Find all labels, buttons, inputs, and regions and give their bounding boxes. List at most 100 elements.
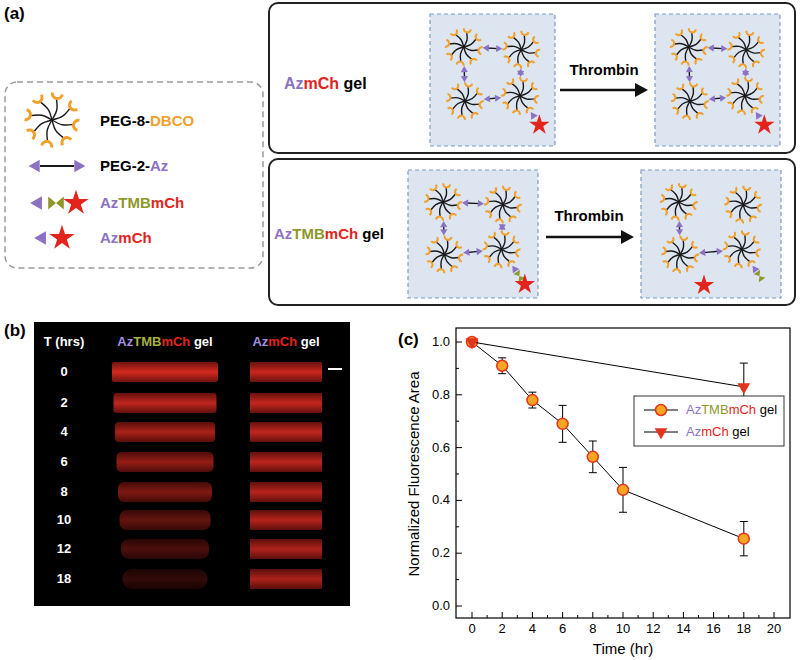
dbco-group bbox=[513, 110, 520, 114]
peg-arm bbox=[742, 235, 745, 250]
peg-arm bbox=[666, 202, 679, 210]
dbco-group bbox=[724, 256, 729, 262]
peg-arm bbox=[503, 205, 511, 218]
tick-label: 14 bbox=[676, 622, 690, 637]
peg-arm bbox=[680, 240, 683, 255]
dbco-group bbox=[742, 231, 749, 235]
gel-band bbox=[120, 510, 211, 530]
dbco-group bbox=[472, 113, 478, 118]
dbco-group bbox=[758, 205, 762, 212]
dbco-group bbox=[515, 191, 520, 197]
dbco-group bbox=[446, 54, 451, 60]
peg-arm bbox=[745, 96, 753, 109]
text-run: mCh bbox=[161, 334, 190, 349]
text-run: mCh bbox=[118, 229, 151, 246]
text-run: mCh bbox=[701, 424, 728, 439]
fluorescence-image bbox=[34, 322, 350, 606]
dbco-group bbox=[695, 59, 701, 64]
dbco-group bbox=[660, 195, 664, 202]
panel-label: (b) bbox=[4, 321, 26, 341]
text-run: 2 bbox=[60, 395, 67, 410]
text-run: Thrombin bbox=[569, 61, 638, 78]
y-tick bbox=[456, 526, 459, 527]
x-tick bbox=[607, 615, 608, 618]
peg-arm bbox=[444, 246, 457, 254]
dbco-group bbox=[743, 186, 750, 190]
text-run: 1.0 bbox=[432, 334, 450, 349]
gel-band bbox=[250, 422, 322, 442]
panel-box: AzmCh gelThrombin bbox=[268, 2, 796, 154]
dbco-group bbox=[726, 89, 730, 96]
peg-arm bbox=[488, 201, 503, 204]
dbco-group bbox=[464, 28, 471, 32]
dbco-group bbox=[62, 138, 71, 146]
azide-group bbox=[483, 95, 490, 103]
text-run: gel bbox=[190, 334, 212, 349]
peg-arm bbox=[742, 96, 745, 111]
azide-group bbox=[30, 196, 42, 210]
peg-arm bbox=[676, 47, 689, 55]
peg-arm bbox=[690, 101, 705, 104]
dbco-group bbox=[486, 211, 491, 217]
gel-region bbox=[430, 14, 555, 146]
text-run: 10 bbox=[616, 621, 630, 636]
text-run: 2 bbox=[499, 621, 506, 636]
x-tick bbox=[683, 612, 684, 618]
dbco-group bbox=[25, 110, 31, 120]
x-tick bbox=[502, 612, 503, 618]
text-run: Az bbox=[100, 194, 118, 211]
peg-arm bbox=[52, 120, 64, 138]
hydrogel-network bbox=[655, 14, 780, 146]
y-tick bbox=[456, 606, 462, 607]
peg-arm bbox=[34, 120, 52, 132]
peg-arm bbox=[507, 46, 522, 49]
dbco-group bbox=[683, 116, 690, 120]
text-run: (b) bbox=[4, 321, 26, 340]
arrow-shaft bbox=[546, 236, 624, 239]
dbco-group bbox=[521, 31, 528, 35]
dbco-group bbox=[514, 236, 519, 242]
dbco-group bbox=[52, 93, 62, 99]
peg-arm bbox=[742, 249, 750, 262]
peg8-molecule bbox=[661, 236, 699, 274]
dbco-group bbox=[450, 214, 456, 219]
tick-label: 0.2 bbox=[432, 546, 450, 561]
data-point bbox=[497, 360, 508, 371]
text-run: 4 bbox=[60, 424, 67, 439]
peg-arm bbox=[745, 81, 748, 96]
text-run: mCh bbox=[729, 402, 756, 417]
peg-arm bbox=[430, 251, 445, 254]
gel-band bbox=[250, 452, 322, 472]
peg-arm bbox=[664, 199, 679, 202]
tick-label: 18 bbox=[737, 622, 751, 637]
dbco-group bbox=[724, 197, 728, 204]
peg-arm bbox=[47, 120, 52, 142]
y-tick bbox=[456, 579, 459, 580]
time-label: 8 bbox=[60, 485, 67, 500]
tmb-linker bbox=[48, 197, 64, 210]
peg-arm bbox=[503, 196, 516, 204]
time-label: 4 bbox=[60, 425, 67, 440]
gel-label: AzTMBmCh gel bbox=[274, 225, 384, 242]
dbco-group bbox=[536, 50, 540, 57]
peg-arm bbox=[732, 46, 747, 49]
azide-group bbox=[686, 66, 693, 72]
dbco-group bbox=[502, 231, 509, 235]
azide-group bbox=[720, 94, 727, 102]
tick-label: 8 bbox=[589, 622, 596, 637]
text-run: PEG-2- bbox=[100, 157, 150, 174]
dbco-group bbox=[73, 120, 79, 130]
gel-region bbox=[655, 14, 780, 146]
dbco-group bbox=[703, 47, 707, 54]
peg8-molecule bbox=[726, 77, 764, 115]
dbco-group bbox=[733, 32, 739, 37]
peg-arm bbox=[465, 86, 468, 101]
dbco-group bbox=[676, 30, 682, 35]
dbco-group bbox=[27, 130, 35, 139]
peg8-molecule bbox=[501, 77, 539, 115]
dbco-group bbox=[686, 214, 692, 219]
peg-arm bbox=[443, 202, 451, 215]
dbco-group bbox=[514, 64, 521, 68]
text-run: TMB bbox=[292, 225, 325, 242]
